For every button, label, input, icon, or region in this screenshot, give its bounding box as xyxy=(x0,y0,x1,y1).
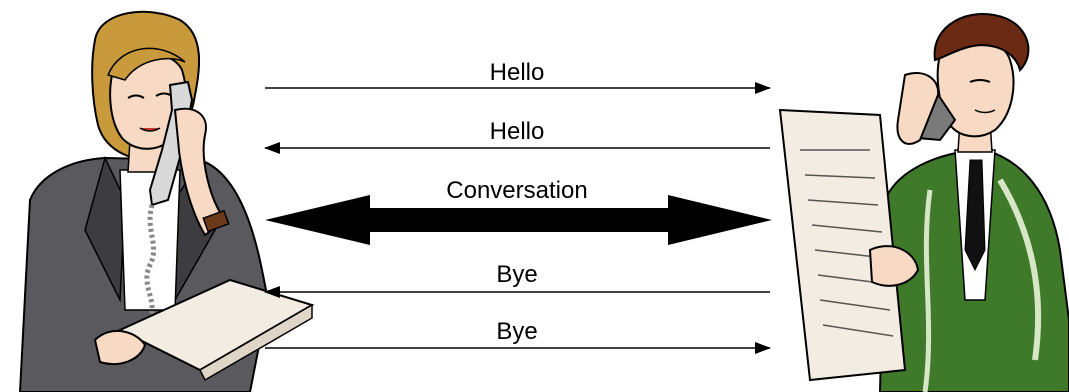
message-label: Conversation xyxy=(446,177,587,204)
message-5: Bye xyxy=(265,318,771,354)
message-label: Bye xyxy=(496,261,537,288)
message-1: Hello xyxy=(265,59,771,94)
woman-on-phone-illustration xyxy=(18,10,315,392)
message-4: Bye xyxy=(264,261,770,298)
message-label: Hello xyxy=(490,118,545,145)
man-hair xyxy=(933,13,1030,72)
message-label: Bye xyxy=(496,318,537,345)
message-3: Conversation xyxy=(265,177,772,245)
phone-cord xyxy=(144,204,156,321)
man-on-phone-illustration xyxy=(778,13,1069,392)
message-label: Hello xyxy=(490,59,545,86)
man-tie xyxy=(964,159,986,272)
double-arrow-icon xyxy=(265,195,772,245)
message-2: Hello xyxy=(264,118,770,154)
